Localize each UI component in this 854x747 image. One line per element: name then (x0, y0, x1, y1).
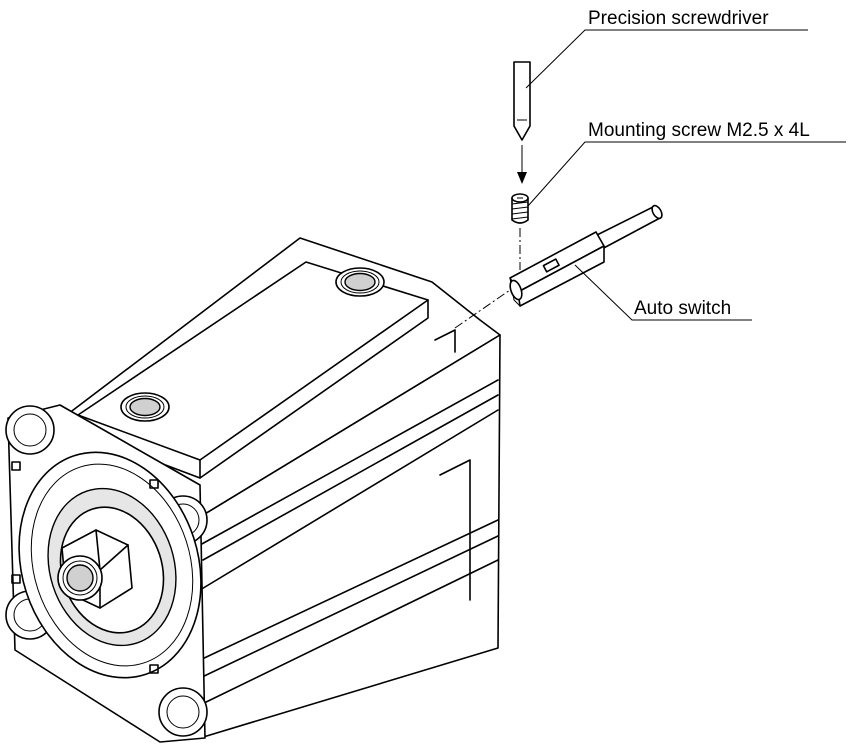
precision-screwdriver (513, 61, 531, 141)
label-auto-switch-text: Auto switch (634, 298, 731, 319)
compact-cylinder (5, 237, 501, 743)
mounting-screw (511, 193, 529, 224)
label-screw-text: Mounting screw M2.5 x 4L (588, 120, 810, 141)
corner-boss-top-left (5, 405, 55, 455)
switch-axis-line (454, 289, 511, 329)
corner-boss-bottom-right (158, 687, 208, 737)
label-screw: Mounting screw M2.5 x 4L (527, 120, 846, 207)
rod-end-nut (57, 529, 133, 609)
label-screwdriver-text: Precision screwdriver (588, 8, 769, 29)
port-hole-front (120, 392, 170, 422)
label-auto-switch: Auto switch (574, 264, 752, 321)
auto-switch (509, 204, 663, 307)
insert-arrow (517, 145, 527, 184)
port-hole-rear (335, 267, 385, 297)
label-screwdriver: Precision screwdriver (525, 8, 808, 89)
